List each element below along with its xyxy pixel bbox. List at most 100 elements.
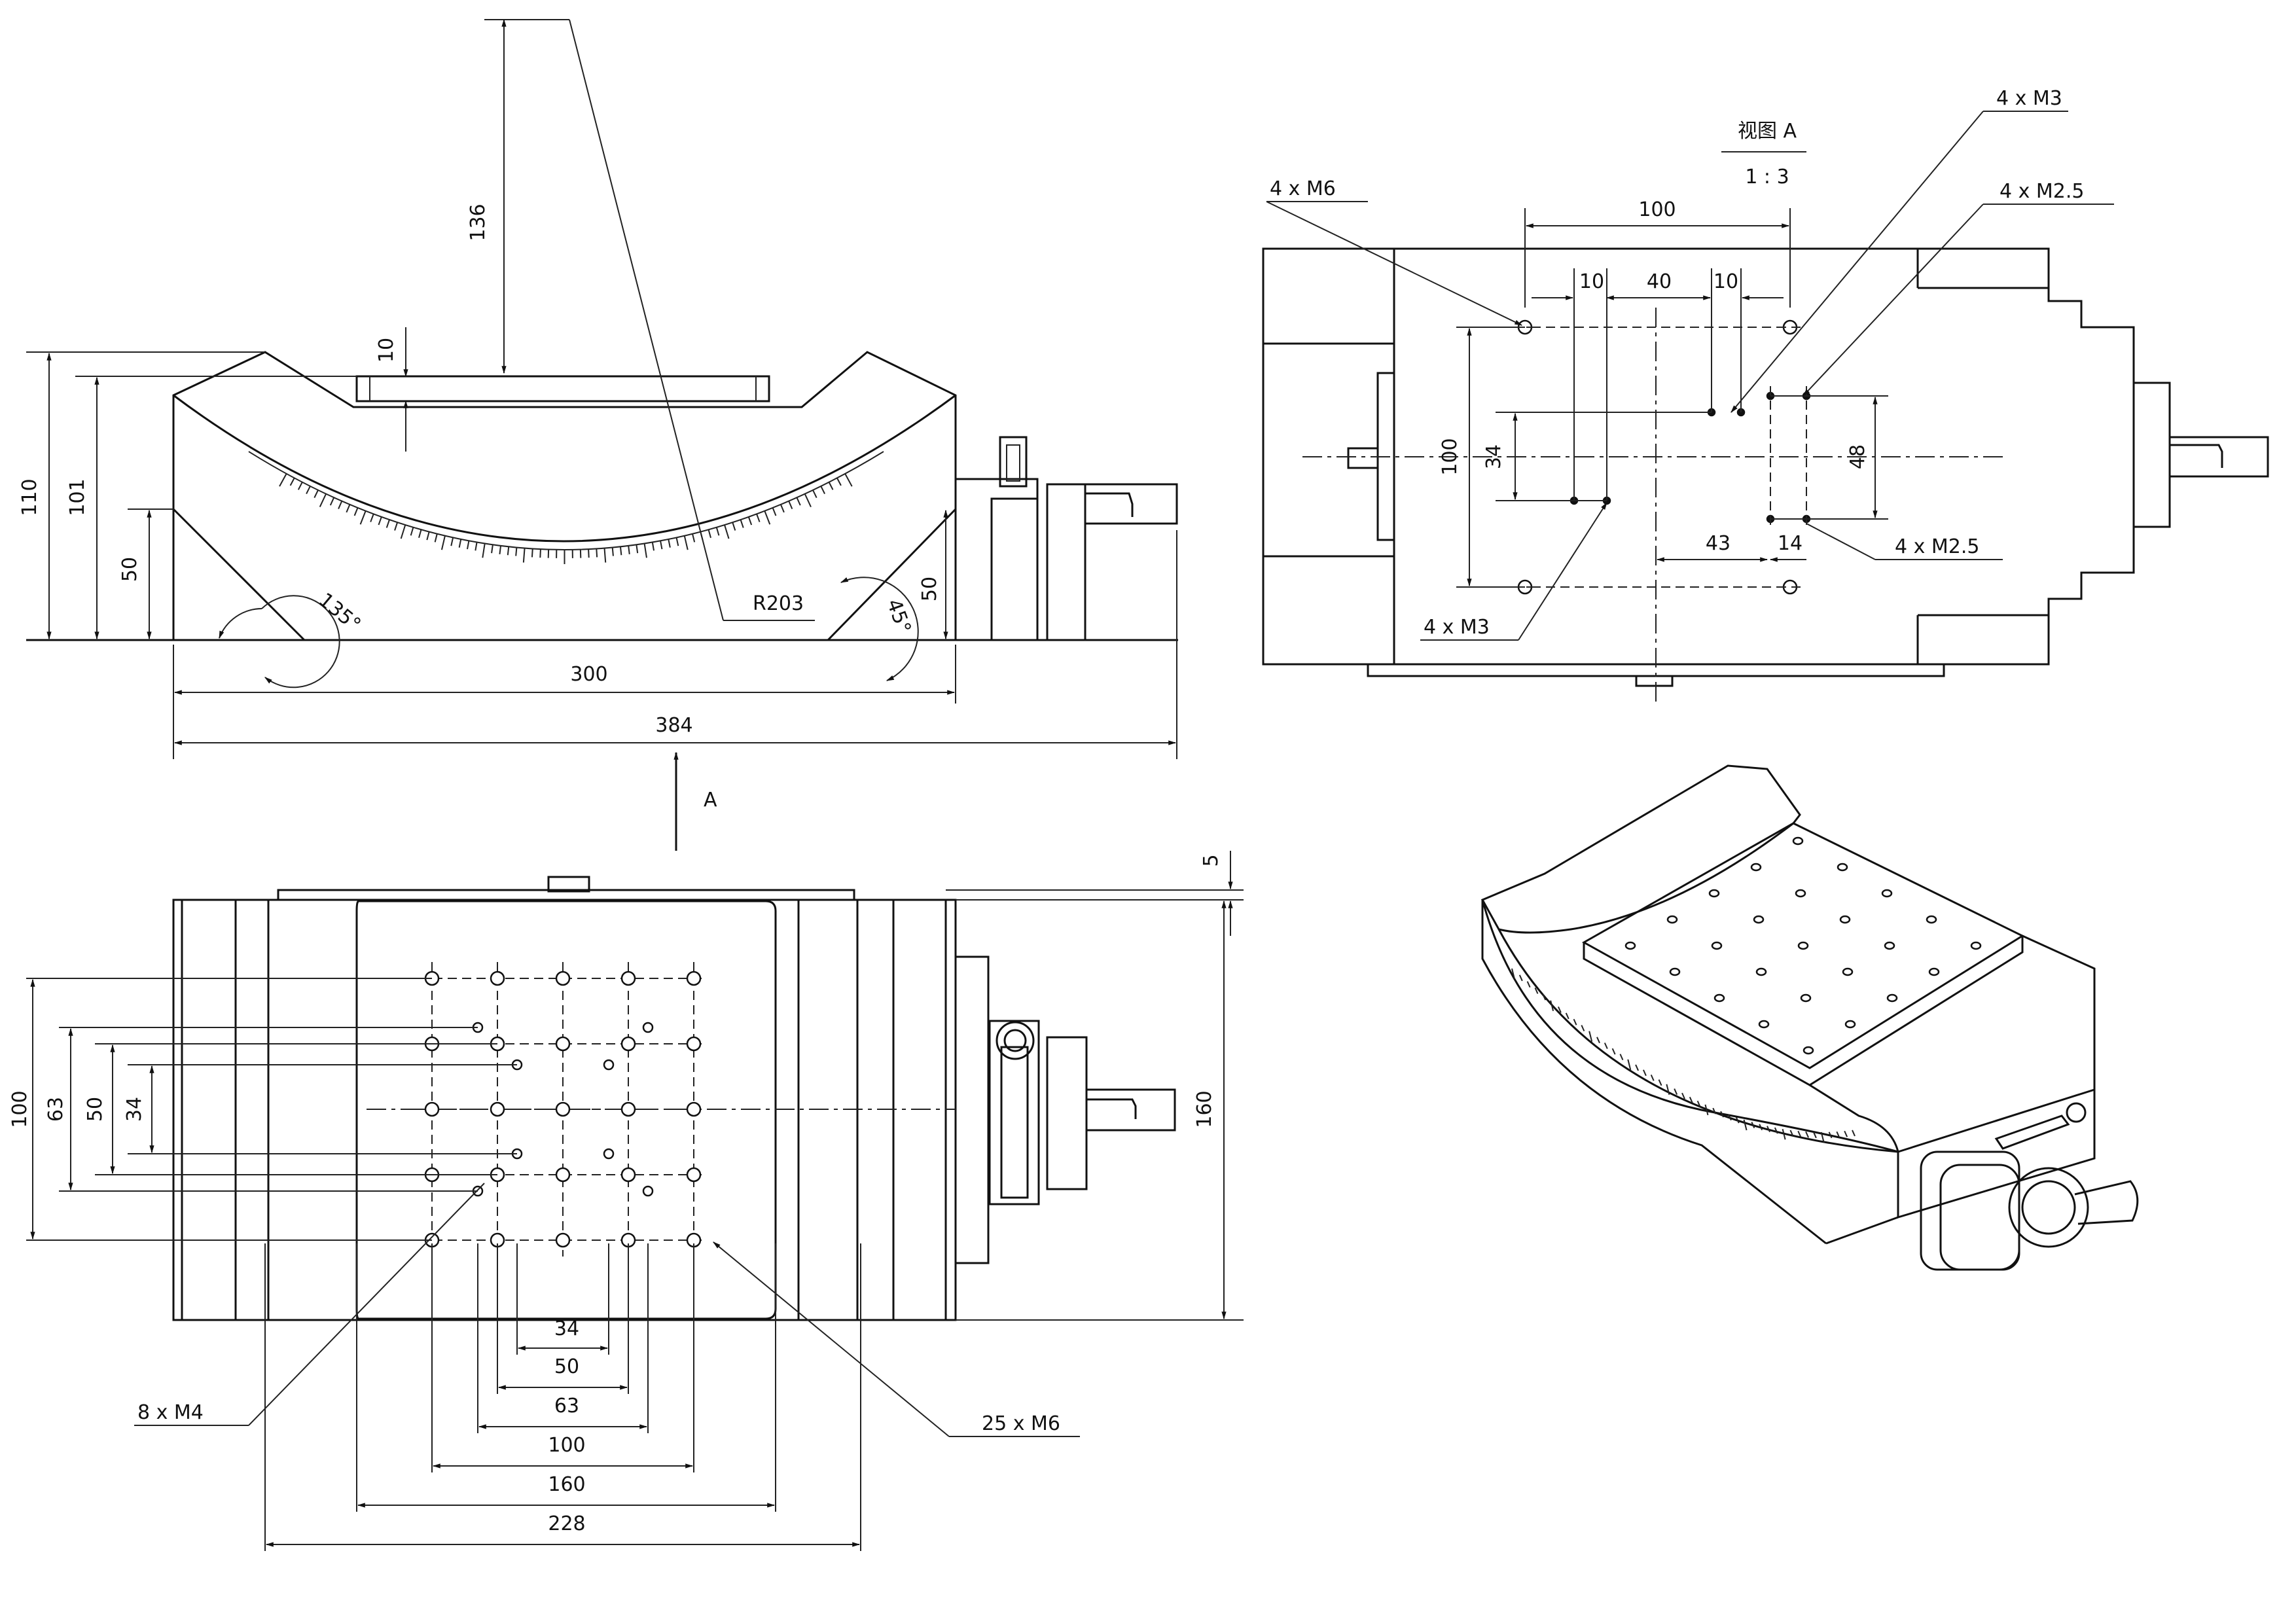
iso-tick (1681, 1092, 1685, 1099)
dim-136: 136 (467, 204, 490, 241)
iso-tick (1642, 1069, 1647, 1077)
front-top-plate (355, 375, 770, 402)
top-plate (355, 900, 777, 1320)
scale-tick (651, 542, 655, 551)
view-a-body-outline (1262, 247, 2135, 666)
iso-tick (1534, 987, 1539, 994)
iso-tick (1782, 1128, 1786, 1140)
dim-r203: R203 (753, 592, 804, 615)
scale-tick (844, 473, 853, 487)
iso-lock-lever[interactable] (1994, 1115, 2070, 1150)
dim-110: 110 (18, 478, 41, 516)
view-arrow-label: A (704, 789, 717, 812)
scale-tick (643, 543, 647, 558)
scale-tick (780, 504, 785, 513)
scale-tick (329, 497, 335, 506)
scale-tick (715, 527, 720, 536)
iso-tick (1511, 968, 1515, 980)
iso-tick (1759, 1124, 1763, 1131)
scale-tick (450, 537, 454, 546)
iso-hole (1837, 863, 1848, 872)
iso-knob-housing (1920, 1150, 2020, 1271)
view-a-handle[interactable] (2168, 436, 2269, 478)
scale-tick (458, 539, 462, 548)
scale-tick (359, 510, 367, 525)
iso-hole (1839, 915, 1851, 924)
callout-4xm3-bottom: 4 x M3 (1424, 616, 1490, 639)
dim-50-right: 50 (918, 577, 941, 601)
iso-tick (1635, 1064, 1640, 1071)
iso-hole (1842, 967, 1854, 976)
iso-hole (1713, 993, 1725, 1003)
iso-tick (1557, 1006, 1562, 1013)
dim-10-b: 10 (1713, 270, 1738, 293)
scale-tick (588, 549, 590, 558)
scale-tick (394, 522, 399, 531)
dim-100-bottom: 100 (548, 1434, 585, 1457)
iso-tick (1789, 1130, 1794, 1137)
iso-tick (1658, 1079, 1662, 1086)
scale-tick (434, 533, 438, 543)
iso-scale-ticks (1511, 968, 1856, 1143)
scale-tick (668, 539, 671, 548)
iso-hole (1753, 915, 1765, 924)
dim-10: 10 (375, 338, 398, 363)
callout-4xm25-bottom: 4 x M2.5 (1895, 535, 1980, 558)
iso-knob[interactable] (2008, 1167, 2089, 1248)
iso-handle[interactable] (2074, 1180, 2139, 1225)
scale-tick (692, 533, 696, 543)
dim-43: 43 (1706, 532, 1731, 555)
scale-tick (683, 535, 689, 550)
scale-tick (319, 493, 327, 507)
scale-tick (370, 514, 374, 522)
scale-tick (708, 529, 711, 539)
hole-m6 (686, 1101, 702, 1117)
view-a-scale: 1 : 3 (1745, 166, 1789, 188)
scale-tick (507, 546, 510, 556)
scale-tick (756, 514, 761, 522)
iso-tick (1852, 1130, 1856, 1137)
iso-tick (1727, 1114, 1732, 1121)
dim-300: 300 (570, 663, 607, 686)
dim-34-a: 34 (1482, 444, 1505, 469)
hole-m6 (555, 1232, 571, 1248)
scale-tick (788, 501, 793, 509)
scale-tick (740, 519, 744, 528)
callout-4xm3-top: 4 x M3 (1996, 87, 2062, 110)
scale-tick (400, 524, 406, 539)
iso-tick (1696, 1100, 1701, 1107)
top-handle[interactable] (1085, 1088, 1176, 1132)
callout-4xm6: 4 x M6 (1270, 177, 1336, 200)
dim-228-bottom: 228 (548, 1512, 585, 1535)
iso-tick (1565, 1012, 1570, 1020)
callout-4xm25-top: 4 x M2.5 (2000, 180, 2085, 203)
iso-tick (1666, 1084, 1670, 1096)
hole-m4 (603, 1148, 615, 1160)
scale-tick (418, 529, 422, 539)
dim-45-deg: 45° (882, 596, 915, 637)
scale-tick (297, 482, 303, 490)
iso-tick (1650, 1074, 1655, 1081)
front-knob[interactable] (1046, 483, 1086, 641)
dim-101: 101 (66, 478, 89, 516)
iso-hole (1803, 1046, 1814, 1055)
hole-m6 (620, 971, 636, 986)
scale-tick (314, 490, 319, 499)
hole-m6 (555, 1101, 571, 1117)
iso-tick (1767, 1126, 1770, 1133)
scale-tick (675, 537, 679, 546)
scale-tick (836, 477, 842, 486)
front-handle[interactable] (1084, 483, 1178, 525)
dim-40: 40 (1647, 270, 1672, 293)
dim-48: 48 (1846, 444, 1869, 469)
iso-tick (1805, 1131, 1810, 1138)
hole-m6 (620, 1036, 636, 1052)
scale-tick (596, 548, 598, 558)
dim-34-bottom: 34 (554, 1317, 579, 1340)
scale-tick (482, 543, 486, 558)
scale-tick (491, 544, 493, 554)
iso-tick (1820, 1132, 1825, 1143)
dim-63-bottom: 63 (554, 1395, 579, 1418)
dim-14: 14 (1778, 532, 1803, 555)
iso-hole (1800, 993, 1812, 1003)
